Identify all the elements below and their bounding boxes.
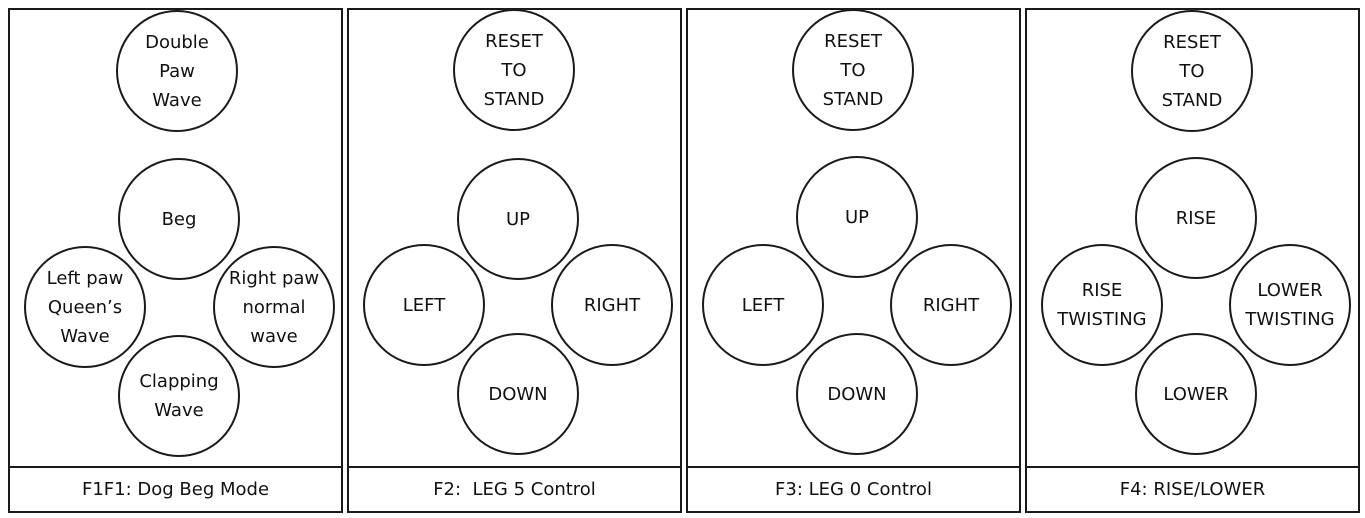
caption-box: F2: LEG 5 Control (349, 466, 680, 511)
up-button[interactable]: UP (796, 156, 918, 278)
caption-box: F3: LEG 0 Control (688, 466, 1019, 511)
right-button[interactable]: RIGHT (890, 244, 1012, 366)
rise-twisting-button[interactable]: RISE TWISTING (1041, 244, 1163, 366)
caption-box: F1F1: Dog Beg Mode (10, 466, 341, 511)
panel-caption: F2: LEG 5 Control (433, 479, 596, 500)
button-label: Beg (161, 208, 197, 230)
right-button[interactable]: RIGHT (551, 244, 673, 366)
up-button[interactable]: UP (457, 158, 579, 280)
double-paw-wave-button[interactable]: Double Paw Wave (116, 10, 238, 132)
right-paw-normal-wave-button[interactable]: Right paw normal wave (213, 246, 335, 368)
button-label: RESET TO STAND (483, 30, 545, 110)
button-label: UP (505, 208, 531, 230)
button-label: LEFT (741, 294, 785, 316)
button-label: LEFT (402, 294, 446, 316)
button-label: Left paw Queen’s Wave (46, 267, 124, 347)
button-label: UP (844, 206, 870, 228)
clapping-wave-button[interactable]: Clapping Wave (118, 335, 240, 457)
left-paw-queens-wave-button[interactable]: Left paw Queen’s Wave (24, 246, 146, 368)
button-label: RIGHT (583, 294, 641, 316)
reset-to-stand-button[interactable]: RESET TO STAND (1131, 10, 1253, 132)
reset-to-stand-button[interactable]: RESET TO STAND (453, 9, 575, 131)
button-layout: RESET TO STAND RISE RISE TWISTING LOWER … (1027, 10, 1358, 468)
button-label: RESET TO STAND (822, 30, 884, 110)
button-label: DOWN (488, 383, 548, 405)
panel-f4-rise-lower: RESET TO STAND RISE RISE TWISTING LOWER … (1025, 8, 1360, 513)
button-label: Right paw normal wave (228, 267, 320, 347)
button-label: Double Paw Wave (145, 31, 209, 111)
panel-f1-dog-beg-mode: Double Paw Wave Beg Left paw Queen’s Wav… (8, 8, 343, 513)
button-label: LOWER (1163, 383, 1229, 405)
button-label: DOWN (827, 383, 887, 405)
down-button[interactable]: DOWN (457, 333, 579, 455)
left-button[interactable]: LEFT (363, 244, 485, 366)
button-label: RISE (1175, 207, 1217, 229)
panel-caption: F4: RISE/LOWER (1119, 479, 1266, 500)
rise-button[interactable]: RISE (1135, 157, 1257, 279)
button-label: LOWER TWISTING (1245, 280, 1335, 330)
panel-f3-leg-0-control: RESET TO STAND UP LEFT RIGHT DOWN F3: LE… (686, 8, 1021, 513)
left-button[interactable]: LEFT (702, 244, 824, 366)
button-label: RESET TO STAND (1161, 31, 1223, 111)
button-label: RIGHT (922, 294, 980, 316)
down-button[interactable]: DOWN (796, 333, 918, 455)
button-layout: RESET TO STAND UP LEFT RIGHT DOWN (688, 9, 1019, 468)
button-label: Clapping Wave (139, 371, 219, 421)
button-layout: RESET TO STAND UP LEFT RIGHT DOWN (349, 9, 680, 468)
caption-box: F4: RISE/LOWER (1027, 466, 1358, 511)
panel-caption: F1F1: Dog Beg Mode (81, 479, 270, 500)
reset-to-stand-button[interactable]: RESET TO STAND (792, 9, 914, 131)
button-layout: Double Paw Wave Beg Left paw Queen’s Wav… (10, 10, 341, 468)
lower-twisting-button[interactable]: LOWER TWISTING (1229, 244, 1351, 366)
beg-button[interactable]: Beg (118, 158, 240, 280)
lower-button[interactable]: LOWER (1135, 333, 1257, 455)
panel-f2-leg-5-control: RESET TO STAND UP LEFT RIGHT DOWN F2: LE… (347, 8, 682, 513)
panel-caption: F3: LEG 0 Control (775, 479, 932, 500)
button-label: RISE TWISTING (1057, 280, 1147, 330)
